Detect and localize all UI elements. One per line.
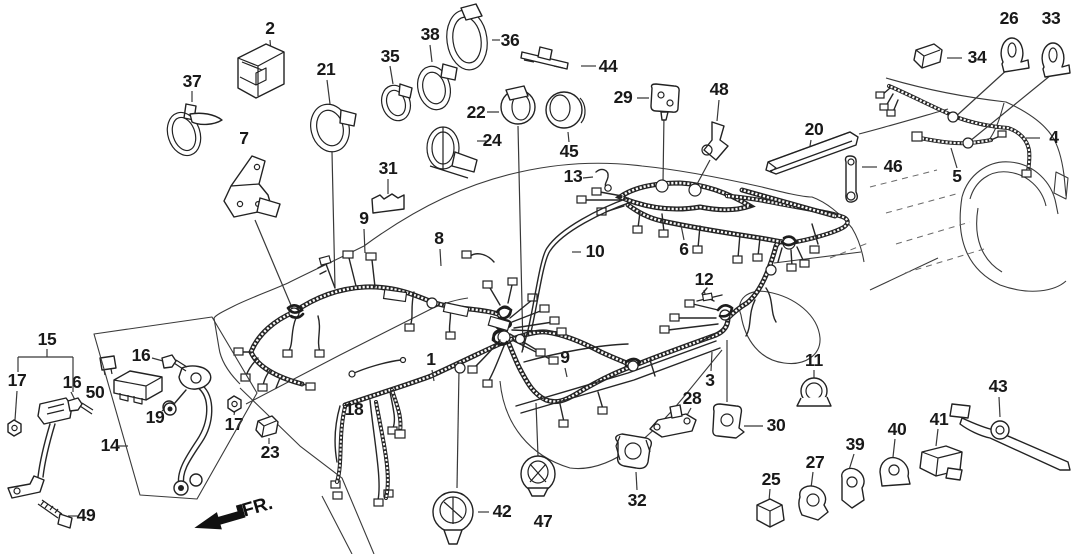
- svg-text:5: 5: [952, 166, 962, 186]
- svg-text:19: 19: [146, 407, 165, 427]
- svg-text:41: 41: [930, 409, 949, 429]
- svg-text:45: 45: [560, 141, 579, 161]
- svg-text:28: 28: [683, 388, 702, 408]
- svg-text:39: 39: [846, 434, 865, 454]
- svg-text:42: 42: [493, 501, 512, 521]
- svg-text:9: 9: [560, 347, 570, 367]
- svg-text:9: 9: [359, 208, 369, 228]
- svg-text:14: 14: [101, 435, 120, 455]
- svg-text:23: 23: [261, 442, 280, 462]
- svg-text:46: 46: [884, 156, 903, 176]
- svg-text:26: 26: [1000, 8, 1019, 28]
- svg-text:3: 3: [705, 370, 715, 390]
- svg-text:48: 48: [710, 79, 729, 99]
- svg-text:8: 8: [434, 228, 444, 248]
- svg-text:21: 21: [317, 59, 336, 79]
- svg-text:25: 25: [762, 469, 781, 489]
- svg-text:37: 37: [183, 71, 202, 91]
- svg-text:44: 44: [599, 56, 618, 76]
- svg-text:38: 38: [421, 24, 440, 44]
- svg-text:40: 40: [888, 419, 907, 439]
- svg-text:27: 27: [806, 452, 825, 472]
- svg-text:29: 29: [614, 87, 633, 107]
- svg-text:36: 36: [501, 30, 520, 50]
- svg-text:35: 35: [381, 46, 400, 66]
- svg-text:50: 50: [86, 382, 105, 402]
- svg-text:49: 49: [77, 505, 96, 525]
- svg-text:18: 18: [345, 399, 364, 419]
- svg-text:12: 12: [695, 269, 714, 289]
- svg-text:24: 24: [483, 130, 502, 150]
- svg-text:4: 4: [1049, 127, 1059, 147]
- svg-text:31: 31: [379, 158, 398, 178]
- svg-text:30: 30: [767, 415, 786, 435]
- svg-text:47: 47: [534, 511, 553, 531]
- svg-text:33: 33: [1042, 8, 1061, 28]
- svg-text:11: 11: [805, 350, 823, 370]
- svg-text:1: 1: [426, 349, 436, 369]
- svg-text:13: 13: [564, 166, 583, 186]
- svg-text:6: 6: [679, 239, 689, 259]
- svg-text:22: 22: [467, 102, 486, 122]
- svg-text:16: 16: [132, 345, 151, 365]
- svg-text:15: 15: [38, 329, 57, 349]
- svg-text:7: 7: [239, 128, 248, 148]
- svg-text:16: 16: [63, 372, 82, 392]
- svg-text:10: 10: [586, 241, 605, 261]
- svg-text:17: 17: [8, 370, 27, 390]
- svg-text:20: 20: [805, 119, 824, 139]
- svg-text:32: 32: [628, 490, 647, 510]
- svg-text:34: 34: [968, 47, 987, 67]
- svg-text:2: 2: [265, 18, 275, 38]
- svg-text:17: 17: [225, 414, 244, 434]
- svg-text:43: 43: [989, 376, 1008, 396]
